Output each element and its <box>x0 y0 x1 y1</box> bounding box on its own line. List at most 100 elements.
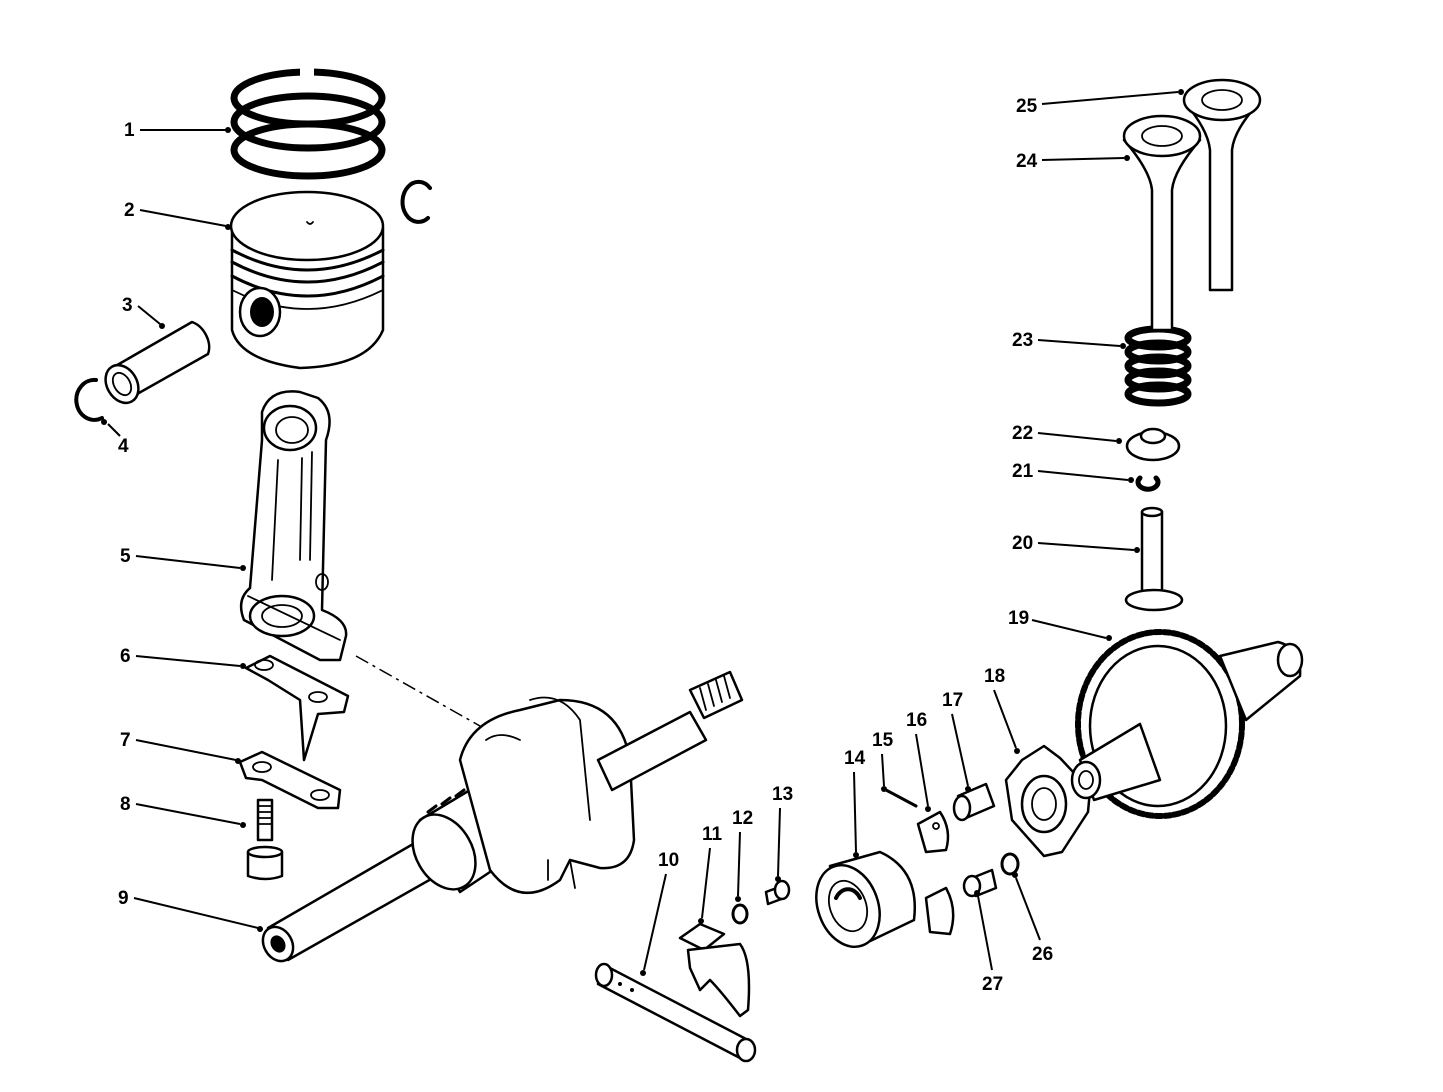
leader-dot <box>225 224 231 230</box>
leader-dot <box>775 876 781 882</box>
leader-line <box>881 753 885 787</box>
part-number-12: 12 <box>732 808 753 829</box>
leader-dot <box>881 786 887 792</box>
leader-line <box>915 733 929 807</box>
leader-line <box>701 847 711 919</box>
leader-dot <box>640 970 646 976</box>
connecting-rod-drawing <box>239 390 348 662</box>
leader-line <box>1037 339 1121 347</box>
leader-line <box>1041 157 1125 161</box>
leader-dot <box>735 896 741 902</box>
part-number-11: 11 <box>702 824 723 845</box>
part-number-5: 5 <box>120 546 131 567</box>
bracket-18-drawing <box>1004 744 1092 858</box>
part-number-18: 18 <box>984 666 1005 687</box>
governor-fork-drawing <box>678 922 751 1018</box>
crankshaft-drawing <box>261 670 744 963</box>
part-number-14: 14 <box>844 748 866 769</box>
leader-line <box>107 423 121 437</box>
part-callout-14: 14 <box>844 748 866 858</box>
oil-dipper-drawing <box>244 654 350 762</box>
leader-dot <box>853 852 859 858</box>
leader-dot <box>257 926 263 932</box>
part-callout-7: 7 <box>120 730 241 764</box>
part-callout-2: 2 <box>124 200 231 230</box>
part-number-4: 4 <box>118 436 129 457</box>
leader-line <box>135 555 241 569</box>
part-callout-10: 10 <box>640 850 679 976</box>
leader-dot <box>225 127 231 133</box>
leader-line <box>1037 470 1129 481</box>
leader-line <box>977 895 993 971</box>
part-callout-13: 13 <box>772 784 793 882</box>
intake-valve-drawing <box>1122 114 1202 332</box>
leader-dot <box>101 419 107 425</box>
leader-line <box>135 803 241 825</box>
pin-17-drawing <box>952 782 996 822</box>
screw-13-drawing <box>764 879 791 906</box>
screw-27-drawing <box>924 868 998 936</box>
pin-15-drawing <box>884 788 918 808</box>
part-callout-25: 25 <box>1016 89 1184 117</box>
leader-line <box>135 739 237 761</box>
part-callout-15: 15 <box>872 730 894 792</box>
governor-sleeve-drawing <box>815 850 916 949</box>
part-number-24: 24 <box>1016 151 1038 172</box>
part-callout-23: 23 <box>1012 330 1126 351</box>
leader-line <box>737 831 741 897</box>
part-number-25: 25 <box>1016 96 1038 117</box>
spring-retainer-drawing <box>1125 427 1181 462</box>
part-number-27: 27 <box>982 974 1003 995</box>
pin-clip-drawing <box>74 377 104 422</box>
leader-dot <box>1178 89 1184 95</box>
part-callout-22: 22 <box>1012 423 1122 444</box>
part-number-23: 23 <box>1012 330 1033 351</box>
leader-dot <box>974 890 980 896</box>
leader-dot <box>965 786 971 792</box>
leader-dot <box>1120 343 1126 349</box>
part-callout-19: 19 <box>1008 608 1112 641</box>
part-number-7: 7 <box>120 730 131 751</box>
washer-12-drawing <box>731 903 749 925</box>
part-callout-26: 26 <box>1012 872 1053 965</box>
leader-line <box>853 771 857 853</box>
part-callout-16: 16 <box>906 710 931 812</box>
part-number-10: 10 <box>658 850 679 871</box>
lock-plate-drawing <box>238 750 342 810</box>
part-number-22: 22 <box>1012 423 1033 444</box>
leader-line <box>133 897 259 929</box>
leader-line <box>777 807 781 877</box>
piston-rings-drawing <box>230 68 386 180</box>
part-number-2: 2 <box>124 200 135 221</box>
leader-dot <box>1128 477 1134 483</box>
leader-dot <box>159 323 165 329</box>
part-callout-11: 11 <box>698 824 723 924</box>
leader-line <box>1041 91 1179 105</box>
piston-pin-drawing <box>104 320 211 405</box>
leader-line <box>1037 542 1135 551</box>
valve-keeper-drawing <box>1135 475 1161 492</box>
part-callout-24: 24 <box>1016 151 1130 172</box>
leader-dot <box>1014 748 1020 754</box>
leader-dot <box>1134 547 1140 553</box>
leader-dot <box>925 806 931 812</box>
part-callout-17: 17 <box>942 690 971 792</box>
leader-line <box>1015 877 1041 941</box>
part-callout-6: 6 <box>120 646 246 669</box>
part-callout-27: 27 <box>974 890 1003 995</box>
leader-line <box>1031 619 1107 639</box>
leader-dot <box>698 918 704 924</box>
part-callout-12: 12 <box>732 808 753 902</box>
part-number-8: 8 <box>120 794 131 815</box>
leader-line <box>643 873 667 971</box>
rod-bolt-drawing <box>246 798 284 881</box>
leader-dot <box>1012 872 1018 878</box>
part-callout-3: 3 <box>122 295 165 329</box>
part-callout-21: 21 <box>1012 461 1134 483</box>
part-callout-8: 8 <box>120 794 246 828</box>
part-number-6: 6 <box>120 646 131 667</box>
wrist-pin-clip-upper-drawing <box>400 179 432 224</box>
part-number-13: 13 <box>772 784 793 805</box>
leader-dot <box>1124 155 1130 161</box>
